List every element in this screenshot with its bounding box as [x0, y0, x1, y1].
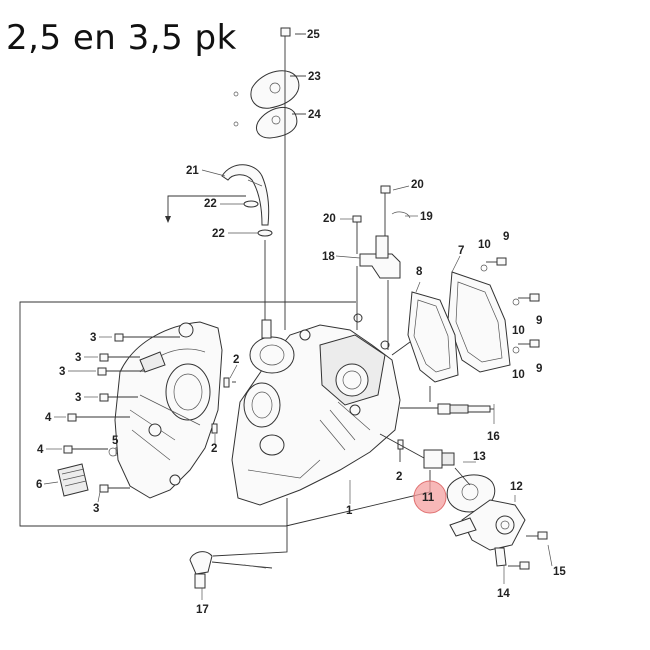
callout-11: 11 [422, 492, 435, 504]
callout-3: 3 [93, 503, 99, 515]
callout-6: 6 [36, 479, 42, 491]
callout-21: 21 [186, 165, 199, 177]
bolt-part-20 [352, 185, 391, 254]
callout-10: 10 [478, 239, 491, 251]
callout-22: 22 [212, 228, 225, 240]
callout-3: 3 [59, 366, 65, 378]
callout-3: 3 [90, 332, 96, 344]
callout-7: 7 [458, 245, 464, 257]
callout-17: 17 [196, 604, 209, 616]
callout-3: 3 [75, 392, 81, 404]
washer-part-5 [108, 447, 118, 457]
fitting-part-17 [189, 551, 273, 589]
callout-12: 12 [510, 481, 523, 493]
callout-9: 9 [536, 363, 542, 375]
bolt-part-4 [63, 413, 130, 454]
callout-18: 18 [322, 251, 335, 263]
callout-23: 23 [308, 71, 321, 83]
callout-13: 13 [473, 451, 486, 463]
cover-part-7 [447, 271, 511, 373]
bracket-part-18 [359, 235, 401, 279]
crankcase-left [114, 321, 223, 499]
bolt-part-15 [508, 531, 548, 570]
spark-plug-part-16 [437, 403, 494, 415]
bolt-part-9 [486, 257, 540, 348]
clip-part-22b [257, 229, 273, 237]
callout-5: 5 [112, 435, 119, 447]
gasket-part-24 [256, 107, 298, 139]
bolt-part-25 [280, 27, 291, 64]
highlight-circle [413, 480, 447, 514]
callout-10: 10 [512, 325, 525, 337]
callout-3: 3 [75, 352, 81, 364]
washer-part-10 [480, 264, 520, 354]
page-title: 2,5 en 3,5 pk [6, 18, 237, 58]
callout-1: 1 [346, 505, 353, 517]
callout-2: 2 [396, 471, 402, 483]
callout-24: 24 [308, 109, 321, 121]
clip-part-14 [494, 547, 507, 567]
callout-25: 25 [307, 29, 320, 41]
callout-14: 14 [497, 588, 510, 600]
callout-20: 20 [411, 179, 424, 191]
bolt-part-3 [97, 333, 180, 493]
gasket-part-8 [407, 291, 459, 383]
callout-9: 9 [536, 315, 542, 327]
clip-part-22a [243, 200, 259, 208]
callout-4: 4 [37, 444, 44, 456]
pin-part-2 [211, 377, 404, 450]
crankcase-main [231, 313, 401, 506]
callout-22: 22 [204, 198, 217, 210]
callout-20: 20 [323, 213, 336, 225]
callout-9: 9 [503, 231, 509, 243]
clip-part-19 [391, 211, 411, 219]
callout-8: 8 [416, 266, 423, 278]
callout-10: 10 [512, 369, 525, 381]
cover-part-12 [449, 499, 526, 551]
callout-4: 4 [45, 412, 52, 424]
callout-2: 2 [233, 354, 239, 366]
callout-19: 19 [420, 211, 433, 223]
hose-part-21 [221, 164, 270, 226]
leader-lines [43, 33, 553, 600]
assembly-boundary [19, 301, 286, 527]
callout-15: 15 [553, 566, 566, 578]
reed-plate-part-6 [57, 463, 89, 497]
callout-2: 2 [211, 443, 217, 455]
callout-16: 16 [487, 431, 500, 443]
cover-part-23 [250, 70, 300, 109]
thermostat-part-11 [379, 433, 455, 469]
